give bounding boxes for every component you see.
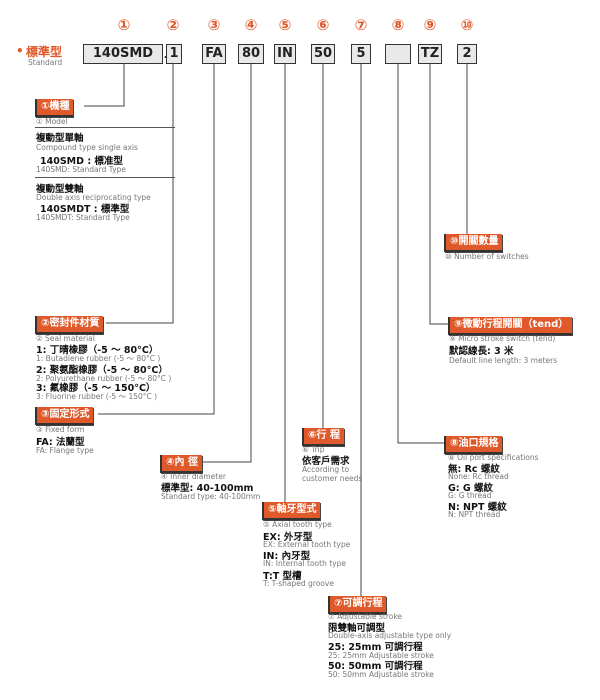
inner-line: 標準型: 40-100mm [161, 483, 254, 494]
oil-sub: ⑧ Oil port specifications [448, 453, 539, 462]
seal-line: 3: Fluorine rubber (-5 ～ 150°C ) [36, 392, 158, 401]
adj-line: 25: 25mm Adjustable stroke [328, 651, 434, 660]
adj-line: 限雙軸可調型 [328, 623, 386, 634]
oil-line: N: NPT thread [448, 510, 501, 519]
standard-subtitle: Standard [28, 58, 63, 67]
axial-line: IN: 內牙型 [263, 551, 311, 562]
field-box-inner: 80 [238, 44, 264, 64]
model-line: 140SMD: Standard Type [36, 165, 126, 174]
leader-oil [397, 64, 444, 444]
bullet: • [16, 44, 24, 58]
leader-seal [106, 64, 174, 324]
adj-header: ⑦可調行程 [328, 596, 387, 614]
field-number: ⑦ [354, 16, 368, 34]
model-line: Compound type single axis [36, 143, 138, 152]
leader-micro [429, 64, 448, 325]
field-box-switches: 2 [457, 44, 477, 64]
inner-line: Standard type: 40-100mm [161, 492, 261, 501]
field-number: ② [166, 16, 180, 34]
field-number: ③ [207, 16, 221, 34]
seal-line: 3: 氟橡膠（-5 ～ 150°C） [36, 383, 156, 394]
fixed-sub: ③ Fixed form [36, 425, 85, 434]
oil-header: ⑧油口規格 [444, 436, 503, 454]
field-box-seal: 1 [166, 44, 182, 64]
field-number: ④ [244, 16, 258, 34]
adj-sub: ⑦ Adjustable stroke [328, 612, 403, 621]
leader-inner [194, 64, 252, 463]
field-box-trip: 50 [311, 44, 335, 64]
field-number: ⑧ [391, 16, 405, 34]
micro-line: Default line length: 3 meters [449, 356, 558, 365]
seal-line: 1: 丁晴橡膠（-5 ～ 80°C） [36, 345, 159, 356]
standard-title: 標準型 [26, 45, 63, 59]
fixed-header: ③固定形式 [35, 407, 94, 425]
fixed-line: FA: 法蘭型 [36, 437, 85, 448]
inner-header: ④內 徑 [160, 455, 202, 473]
fixed-line: FA: Flange type [36, 446, 94, 455]
adj-line: 50: 50mm Adjustable stroke [328, 670, 434, 679]
axial-header: ⑤軸牙型式 [262, 502, 321, 520]
divider [35, 177, 175, 178]
oil-line: N: NPT 螺紋 [448, 502, 507, 513]
field-number: ⑥ [316, 16, 330, 34]
model-line: 140SMDT : 標準型 [40, 204, 130, 215]
micro-line: 默認線長: 3 米 [449, 346, 514, 357]
oil-line: G: G thread [448, 491, 492, 500]
seal-line: 2: Polyurethane rubber (-5 ～ 80°C ) [36, 374, 172, 383]
seal-sub: ② Seal material [36, 334, 95, 343]
field-number: ⑨ [423, 16, 437, 34]
axial-line: EX: 外牙型 [263, 532, 313, 543]
seal-line: 2: 聚氨酯橡膠（-5 ～ 80°C） [36, 365, 168, 376]
trip-line: 依客戶需求 [302, 456, 350, 467]
field-box-model: 140SMD [83, 44, 163, 64]
leader-switches [444, 64, 468, 242]
field-box-axial: IN [274, 44, 296, 64]
field-number: ⑤ [278, 16, 292, 34]
switches-header: ⑩開關數量 [444, 234, 503, 252]
switches-sub: ⑩ Number of switches [445, 252, 529, 261]
field-box-fixed: FA [202, 44, 226, 64]
micro-sub: ⑨ Micro stroke switch (tend) [449, 334, 556, 343]
model-line: 複動型雙軸 [36, 184, 84, 195]
axial-line: IN: Internal tooth type [263, 559, 346, 568]
trip-line: According to [302, 465, 350, 474]
field-box-oil [385, 44, 411, 64]
axial-line: T:T 型槽 [263, 571, 302, 582]
leader-model [84, 64, 125, 107]
adj-line: Double-axis adjustable type only [328, 631, 452, 640]
field-number: ⑩ [460, 16, 474, 34]
axial-sub: ⑤ Axial tooth type [263, 520, 332, 529]
model-header: ①機種 [35, 99, 74, 117]
field-box-micro: TZ [418, 44, 442, 64]
adj-line: 50: 50mm 可調行程 [328, 661, 423, 672]
trip-header: ⑥行 程 [302, 428, 344, 446]
model-line: Double axis reciprocating type [36, 193, 151, 202]
adj-line: 25: 25mm 可調行程 [328, 642, 423, 653]
axial-line: T: T-shaped groove [263, 579, 334, 588]
trip-sub: ⑥ Trip [302, 445, 325, 454]
field-box-adj: 5 [351, 44, 371, 64]
field-number: ① [117, 16, 131, 34]
model-line: 複動型單軸 [36, 133, 84, 144]
seal-line: 1: Butadiene rubber (-5 ～ 80°C ) [36, 354, 161, 363]
leader-fixed [98, 64, 215, 415]
oil-line: 無: Rc 螺紋 [448, 464, 500, 475]
oil-line: None: Rc thread [448, 472, 509, 481]
inner-sub: ④ Inner diameter [161, 472, 226, 481]
model-sub: ① Model [36, 117, 68, 126]
axial-line: EX: External tooth type [263, 540, 351, 549]
model-line: 140SMD : 標准型 [40, 156, 123, 167]
oil-line: G: G 螺紋 [448, 483, 494, 494]
divider [35, 127, 175, 128]
model-line: 140SMDT: Standard Type [36, 213, 130, 222]
micro-header: ⑨微動行程開關（tend） [448, 317, 573, 335]
seal-header: ②密封件材質 [35, 316, 104, 334]
trip-line: customer needs [302, 474, 363, 483]
